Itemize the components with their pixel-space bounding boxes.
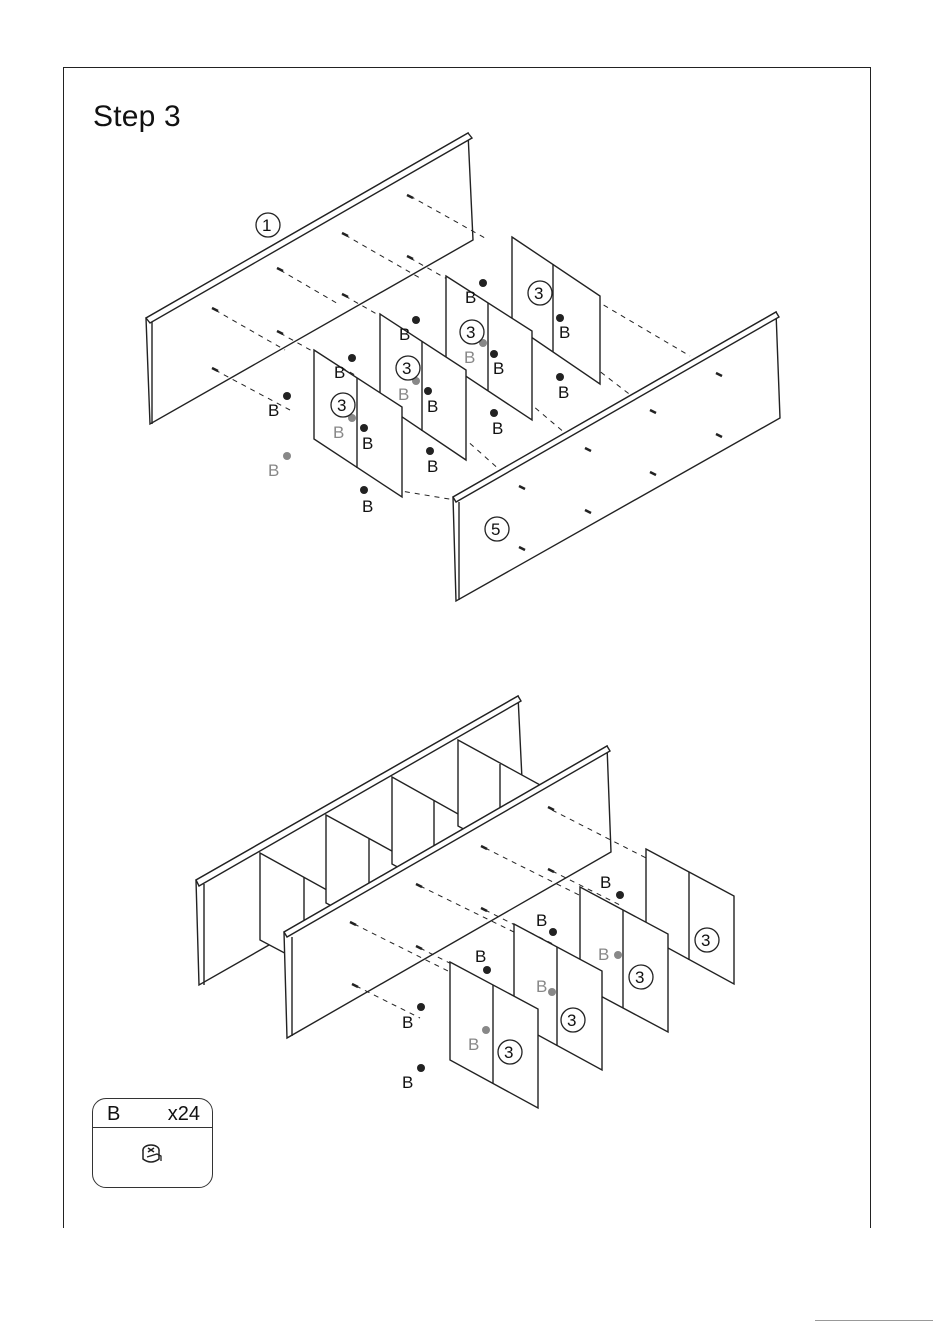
- label-b: B: [536, 977, 547, 996]
- legend-letter: B: [107, 1103, 120, 1126]
- part-number: 1: [262, 216, 271, 235]
- label-b: B: [427, 457, 438, 476]
- label-b: B: [493, 359, 504, 378]
- part-number: 5: [491, 520, 500, 539]
- label-b: B: [475, 947, 486, 966]
- part-number: 3: [534, 284, 543, 303]
- label-b: B: [492, 419, 503, 438]
- part-number: 3: [701, 931, 710, 950]
- label-b: B: [402, 1013, 413, 1032]
- label-b: B: [464, 348, 475, 367]
- label-b: B: [398, 385, 409, 404]
- label-b: B: [600, 873, 611, 892]
- label-b: B: [559, 323, 570, 342]
- part-number: 3: [466, 323, 475, 342]
- cam-lock-fastener-icon: [139, 1141, 165, 1169]
- label-b: B: [536, 911, 547, 930]
- label-b: B: [362, 434, 373, 453]
- part-number: 3: [567, 1011, 576, 1030]
- label-b: B: [558, 383, 569, 402]
- label-b: B: [402, 1073, 413, 1092]
- page-edge-line: [815, 1320, 933, 1321]
- part-number: 3: [504, 1043, 513, 1062]
- label-b: B: [468, 1035, 479, 1054]
- label-b: B: [598, 945, 609, 964]
- legend-count: x24: [168, 1103, 200, 1126]
- label-b: B: [465, 288, 476, 307]
- label-b: B: [333, 423, 344, 442]
- label-b: B: [334, 363, 345, 382]
- part-number: 3: [337, 396, 346, 415]
- part-number: 3: [402, 359, 411, 378]
- label-b: B: [399, 325, 410, 344]
- label-b: B: [427, 397, 438, 416]
- label-b: B: [362, 497, 373, 516]
- label-b: B: [268, 461, 279, 480]
- legend-divider: [93, 1127, 212, 1128]
- label-b: B: [268, 401, 279, 420]
- part-number: 3: [635, 968, 644, 987]
- hardware-legend: B x24: [92, 1098, 213, 1188]
